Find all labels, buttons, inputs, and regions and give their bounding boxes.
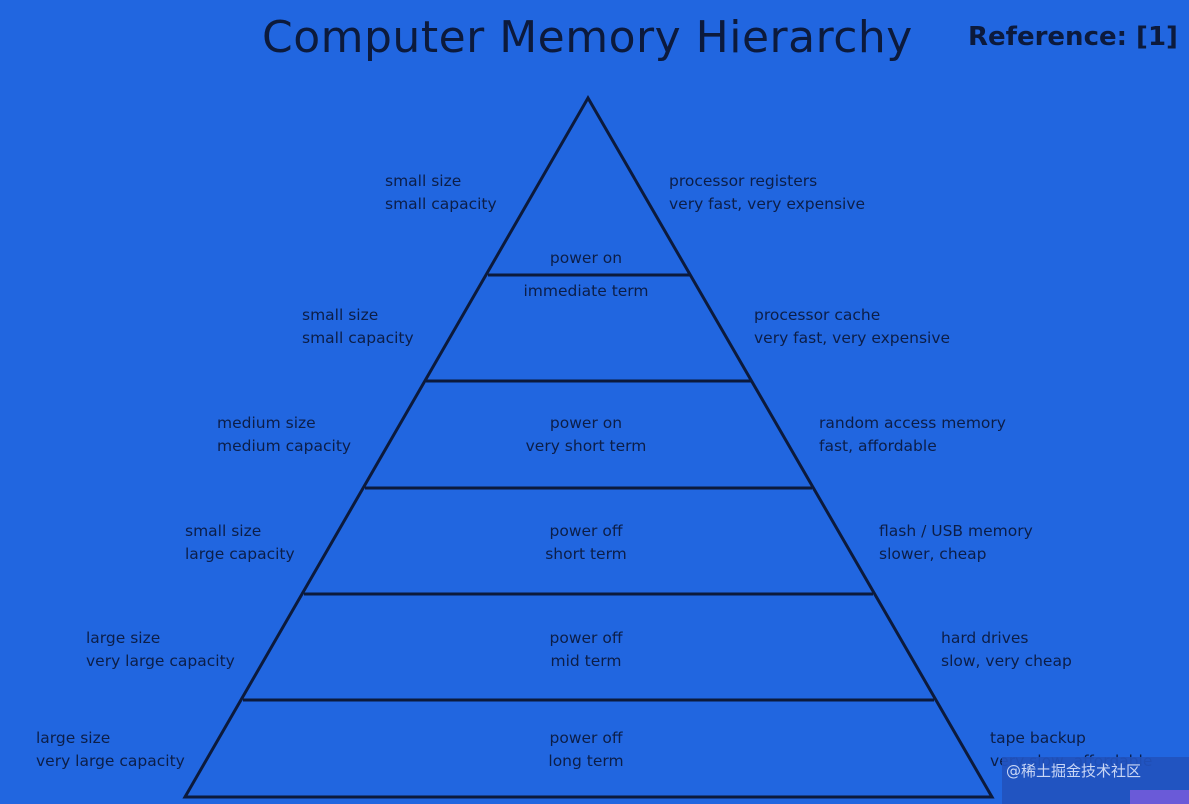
level-5-left-label: large size very large capacity (86, 629, 235, 670)
level-3-right-label: random access memory fast, affordable (819, 414, 1006, 455)
level-6-left-label: large size very large capacity (36, 729, 185, 770)
level-1-center-label: power on (549, 249, 623, 267)
level-1-right-label: processor registers very fast, very expe… (669, 172, 866, 213)
diagram-title: Computer Memory Hierarchy (262, 12, 913, 63)
level-4-left-label: small size large capacity (185, 522, 295, 563)
level-5-center-label: power off mid term (549, 629, 623, 670)
level-4-center-label: power off short term (545, 522, 627, 563)
level-2-center-label: immediate term (523, 282, 649, 300)
level-1-left-label: small size small capacity (385, 172, 497, 213)
level-2-left-label: small size small capacity (302, 306, 414, 347)
level-6-center-label: power off long term (548, 729, 624, 770)
level-5-right-label: hard drives slow, very cheap (941, 629, 1072, 670)
level-3-left-label: medium size medium capacity (217, 414, 352, 455)
watermark-accent-bar (1130, 790, 1189, 804)
level-2-right-label: processor cache very fast, very expensiv… (754, 306, 951, 347)
level-3-center-label: power on very short term (525, 414, 647, 455)
pyramid-outline (182, 94, 995, 799)
reference-label: Reference: [1] (968, 22, 1178, 52)
level-4-right-label: flash / USB memory slower, cheap (879, 522, 1033, 563)
watermark-text: @稀土掘金技术社区 (1006, 762, 1142, 780)
